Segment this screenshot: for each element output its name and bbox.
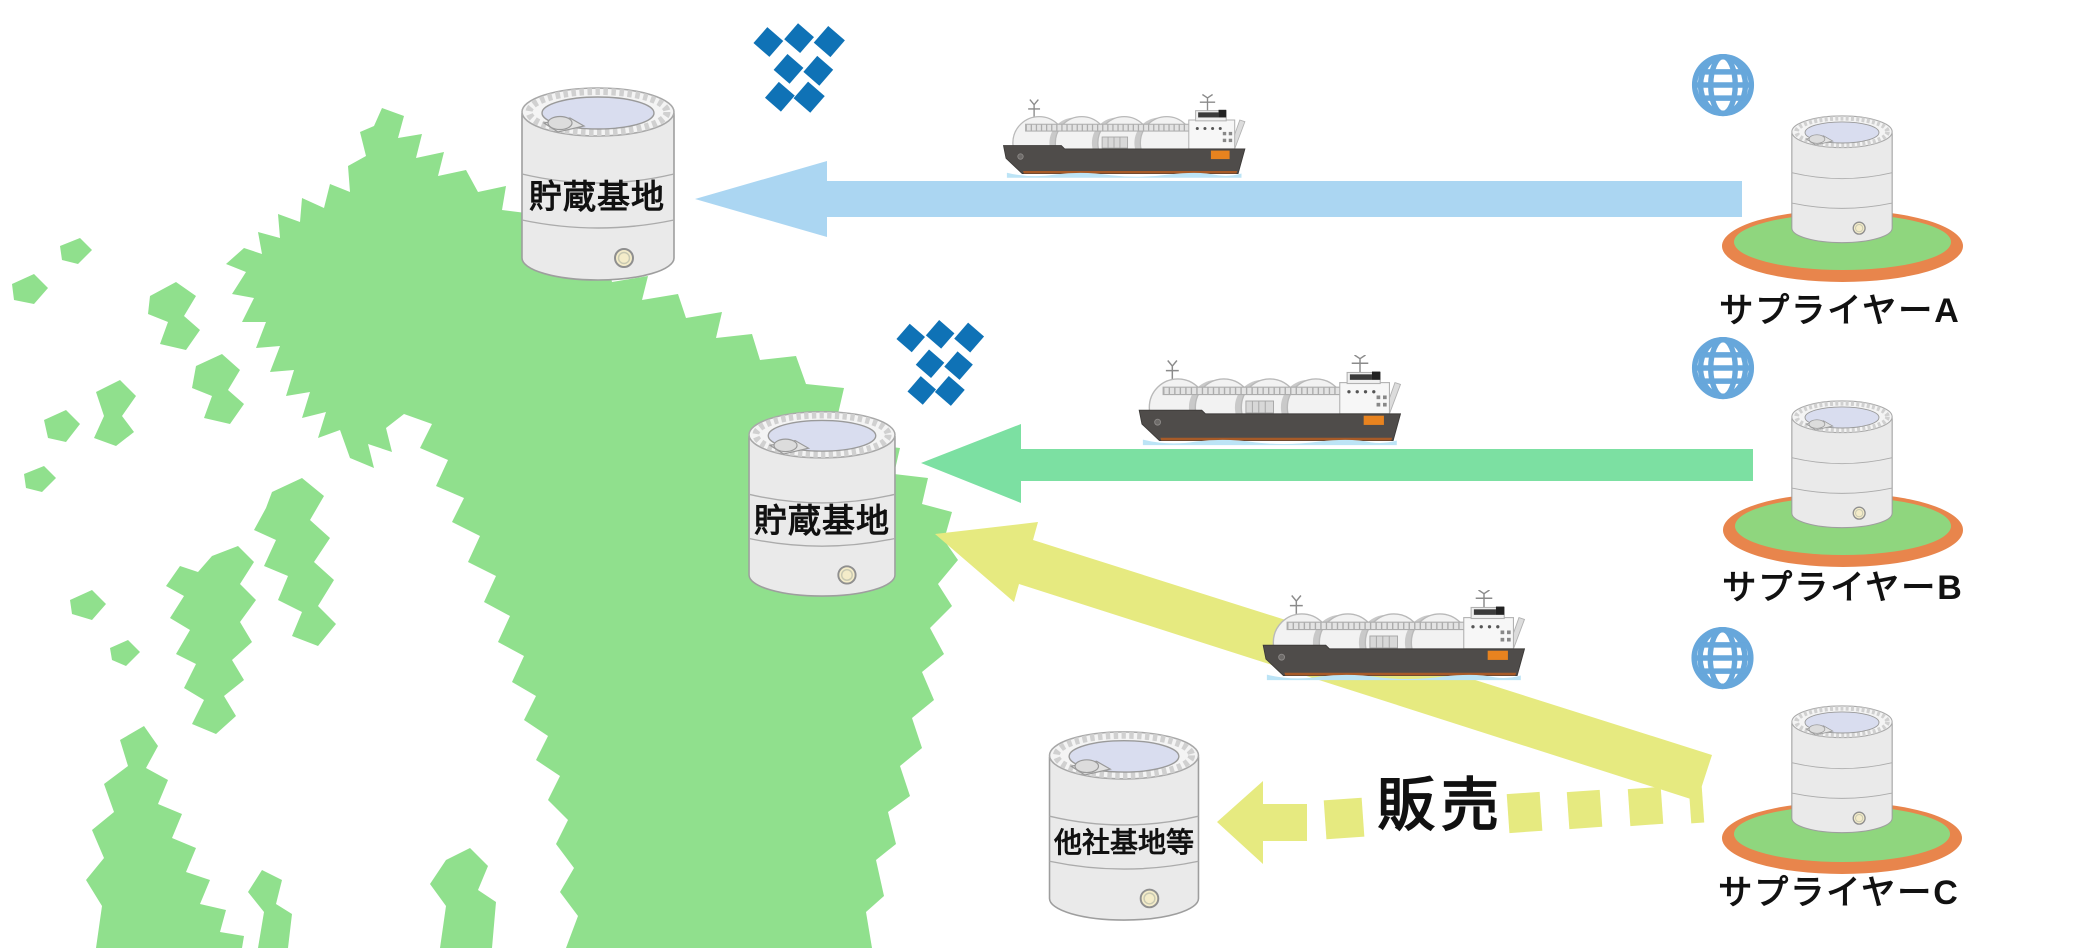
sale-arrow-dash <box>1323 797 1365 840</box>
supplier-tank-icon <box>1786 702 1898 834</box>
sale-arrow-dash <box>1566 789 1603 830</box>
other-company-tank-icon <box>1045 726 1203 922</box>
storage-base-2-label: 貯蔵基地 <box>754 502 890 539</box>
globe-icon <box>1688 333 1758 403</box>
lng-carrier-ship-icon <box>995 93 1250 181</box>
sale-dashed-arrow <box>1217 781 1705 864</box>
sale-arrow-dash <box>1506 791 1543 834</box>
company-logo-icon <box>896 320 985 406</box>
other-company-base-label: 他社基地等 <box>1053 827 1194 858</box>
supplier-a-label: サプライヤーA <box>1719 292 1961 330</box>
sale-arrow-dash <box>1688 786 1705 824</box>
kyushu-map-landmass <box>12 108 958 948</box>
supplier-b-label: サプライヤーB <box>1722 569 1964 607</box>
route-arrow-supplier-b <box>921 424 1753 503</box>
sale-arrow-head <box>1217 781 1307 864</box>
sale-label: 販売 <box>1376 773 1505 838</box>
company-logo-icon <box>753 23 845 113</box>
sale-arrow-dash <box>1627 786 1664 827</box>
globe-icon <box>1688 50 1758 120</box>
supplier-c-label: サプライヤーC <box>1718 874 1960 912</box>
globe-icon <box>1687 623 1758 693</box>
lng-carrier-ship-icon <box>1128 355 1408 447</box>
lng-carrier-ship-icon <box>1252 590 1532 682</box>
supplier-tank-icon <box>1786 397 1898 529</box>
storage-base-1-label: 貯蔵基地 <box>529 178 665 215</box>
route-arrow-supplier-a <box>695 161 1742 237</box>
supplier-tank-icon <box>1786 112 1898 244</box>
